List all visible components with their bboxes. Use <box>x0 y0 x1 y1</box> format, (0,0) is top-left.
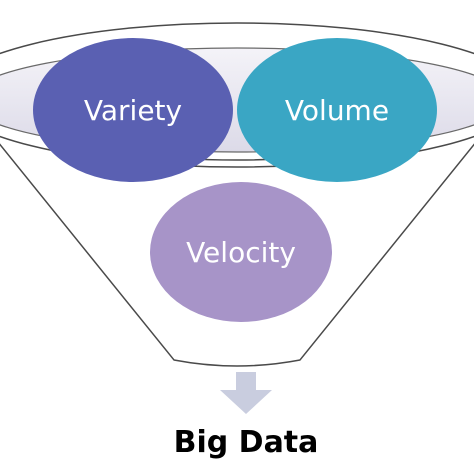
down-arrow-icon <box>220 372 272 414</box>
velocity-label: Velocity <box>186 236 296 269</box>
variety-label: Variety <box>84 94 182 127</box>
big-data-label: Big Data <box>174 425 319 460</box>
volume-circle <box>237 38 437 182</box>
volume-label: Volume <box>285 94 389 127</box>
velocity-circle <box>150 182 332 322</box>
funnel-rim-outer <box>0 22 474 168</box>
variety-circle <box>33 38 233 182</box>
